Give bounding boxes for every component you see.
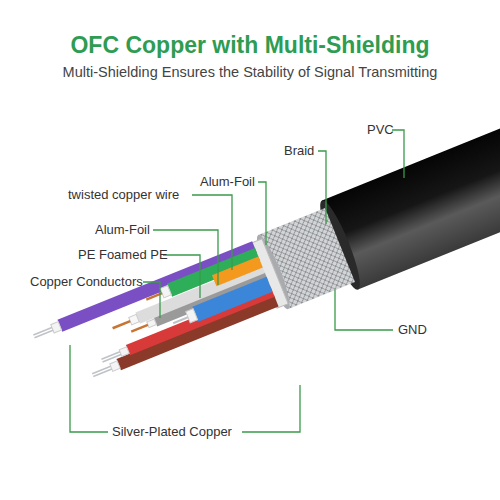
leader-line [392, 130, 404, 178]
part-label: twisted copper wire [68, 187, 179, 203]
part-label: PE Foamed PE [78, 247, 168, 263]
part-label: PVC [367, 122, 394, 138]
silver-strand [173, 317, 188, 323]
part-label: GND [398, 322, 427, 338]
part-label: Silver-Plated Copper [112, 424, 232, 440]
pe-foam [186, 309, 198, 323]
title: OFC Copper with Multi-Shielding [0, 32, 500, 59]
silver-strand [101, 352, 120, 359]
part-label: Braid [284, 143, 314, 159]
copper-conductor [113, 321, 131, 328]
silver-strand [92, 366, 111, 373]
leader-line [258, 182, 266, 245]
wire-insulation-end [160, 286, 171, 298]
leader-line [70, 345, 108, 432]
wire-orange [214, 262, 260, 281]
leader-line [163, 255, 200, 298]
part-label: Alum-Foil [200, 174, 255, 190]
wire-blue [195, 284, 269, 314]
leader-line [318, 151, 326, 224]
subtitle: Multi-Shielding Ensures the Stability of… [0, 64, 500, 80]
leader-line [143, 282, 160, 318]
leader-line [335, 290, 393, 330]
part-label: Alum-Foil [95, 222, 150, 238]
silver-strand [33, 327, 52, 334]
leader-line [242, 385, 300, 432]
copper-conductor [131, 325, 148, 332]
cable-body [27, 77, 500, 409]
leader-line [192, 195, 232, 270]
part-label: Copper Conductors [30, 274, 143, 290]
pe-foam [129, 314, 139, 324]
